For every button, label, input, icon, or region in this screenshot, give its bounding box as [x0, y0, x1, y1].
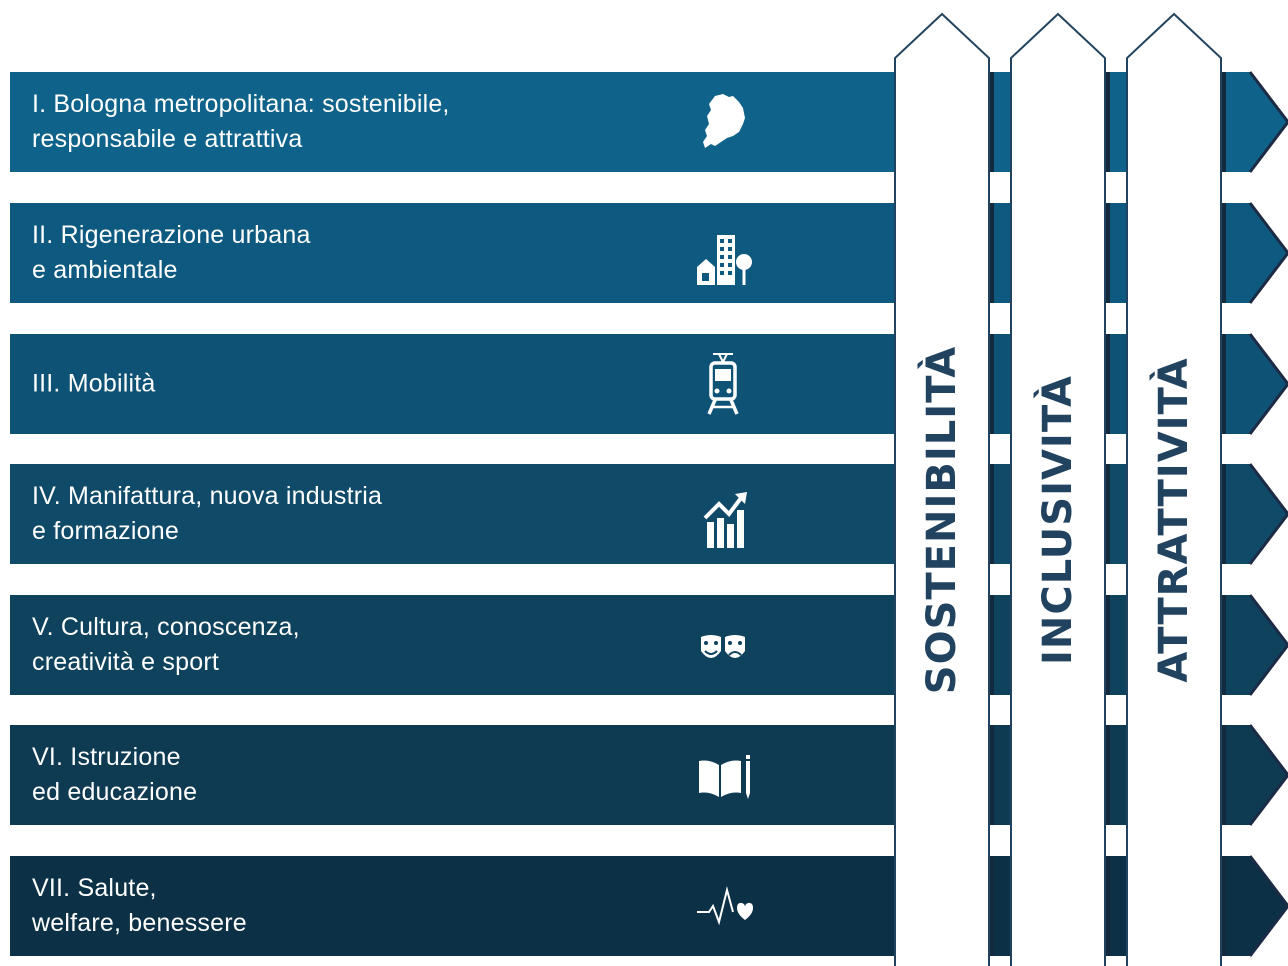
arrow-tip-edge — [1248, 333, 1288, 435]
pillar-label: ATTRATTIVITÀ — [1151, 357, 1197, 683]
row-label: IV. Manifattura, nuova industria e forma… — [32, 482, 383, 545]
tram-icon — [693, 350, 753, 418]
growth-chart-icon — [693, 480, 753, 548]
arrow-tip-cut — [1250, 856, 1288, 956]
band-separator — [1218, 334, 1226, 434]
band-separator — [1218, 595, 1226, 695]
pillar-sostenibilita: SOSTENIBILITÀ — [894, 0, 990, 966]
row-label: VI. Istruzione ed educazione — [32, 743, 198, 806]
heartbeat-icon — [693, 872, 753, 940]
band-separator — [986, 72, 994, 172]
band-separator — [986, 595, 994, 695]
row-label: II. Rigenerazione urbana e ambientale — [32, 221, 311, 284]
pillar-label: INCLUSIVITÀ — [1035, 375, 1081, 665]
pillar-inclusivita: INCLUSIVITÀ — [1010, 0, 1106, 966]
book-pencil-icon — [693, 741, 753, 809]
band-separator — [1218, 856, 1226, 956]
arrow-tip-cut — [1250, 595, 1288, 695]
band-separator — [986, 203, 994, 303]
band-separator — [1102, 72, 1110, 172]
row-label: III. Mobilità — [32, 369, 156, 398]
band-separator — [1102, 334, 1110, 434]
band-separator — [1102, 203, 1110, 303]
theater-masks-icon — [693, 611, 753, 679]
row-label: V. Cultura, conoscenza, creatività e spo… — [32, 613, 300, 676]
band-separator — [986, 334, 994, 434]
row-label: VII. Salute, welfare, benessere — [32, 874, 247, 937]
band-separator — [1218, 725, 1226, 825]
band-separator — [1102, 725, 1110, 825]
arrow-tip-cut — [1250, 203, 1288, 303]
band-separator — [1102, 856, 1110, 956]
band-separator — [1218, 203, 1226, 303]
city-buildings-tree-icon — [693, 219, 753, 287]
arrow-tip-edge — [1248, 594, 1288, 696]
pillar-label: SOSTENIBILITÀ — [919, 345, 965, 695]
arrow-tip-cut — [1250, 725, 1288, 825]
arrow-tip-edge — [1248, 463, 1288, 565]
band-separator — [986, 856, 994, 956]
arrow-tip-edge — [1248, 71, 1288, 173]
arrow-tip-edge — [1248, 202, 1288, 304]
band-separator — [1218, 464, 1226, 564]
arrow-tip-cut — [1250, 72, 1288, 172]
band-separator — [1102, 595, 1110, 695]
band-separator — [1102, 464, 1110, 564]
band-separator — [986, 725, 994, 825]
row-label: I. Bologna metropolitana: sostenibile, r… — [32, 90, 450, 153]
arrow-tip-cut — [1250, 464, 1288, 564]
map-region-icon — [693, 88, 753, 156]
arrow-tip-cut — [1250, 334, 1288, 434]
arrow-tip-edge — [1248, 855, 1288, 957]
band-separator — [986, 464, 994, 564]
arrow-tip-edge — [1248, 724, 1288, 826]
pillar-attrattivita: ATTRATTIVITÀ — [1126, 0, 1222, 966]
band-separator — [1218, 72, 1226, 172]
